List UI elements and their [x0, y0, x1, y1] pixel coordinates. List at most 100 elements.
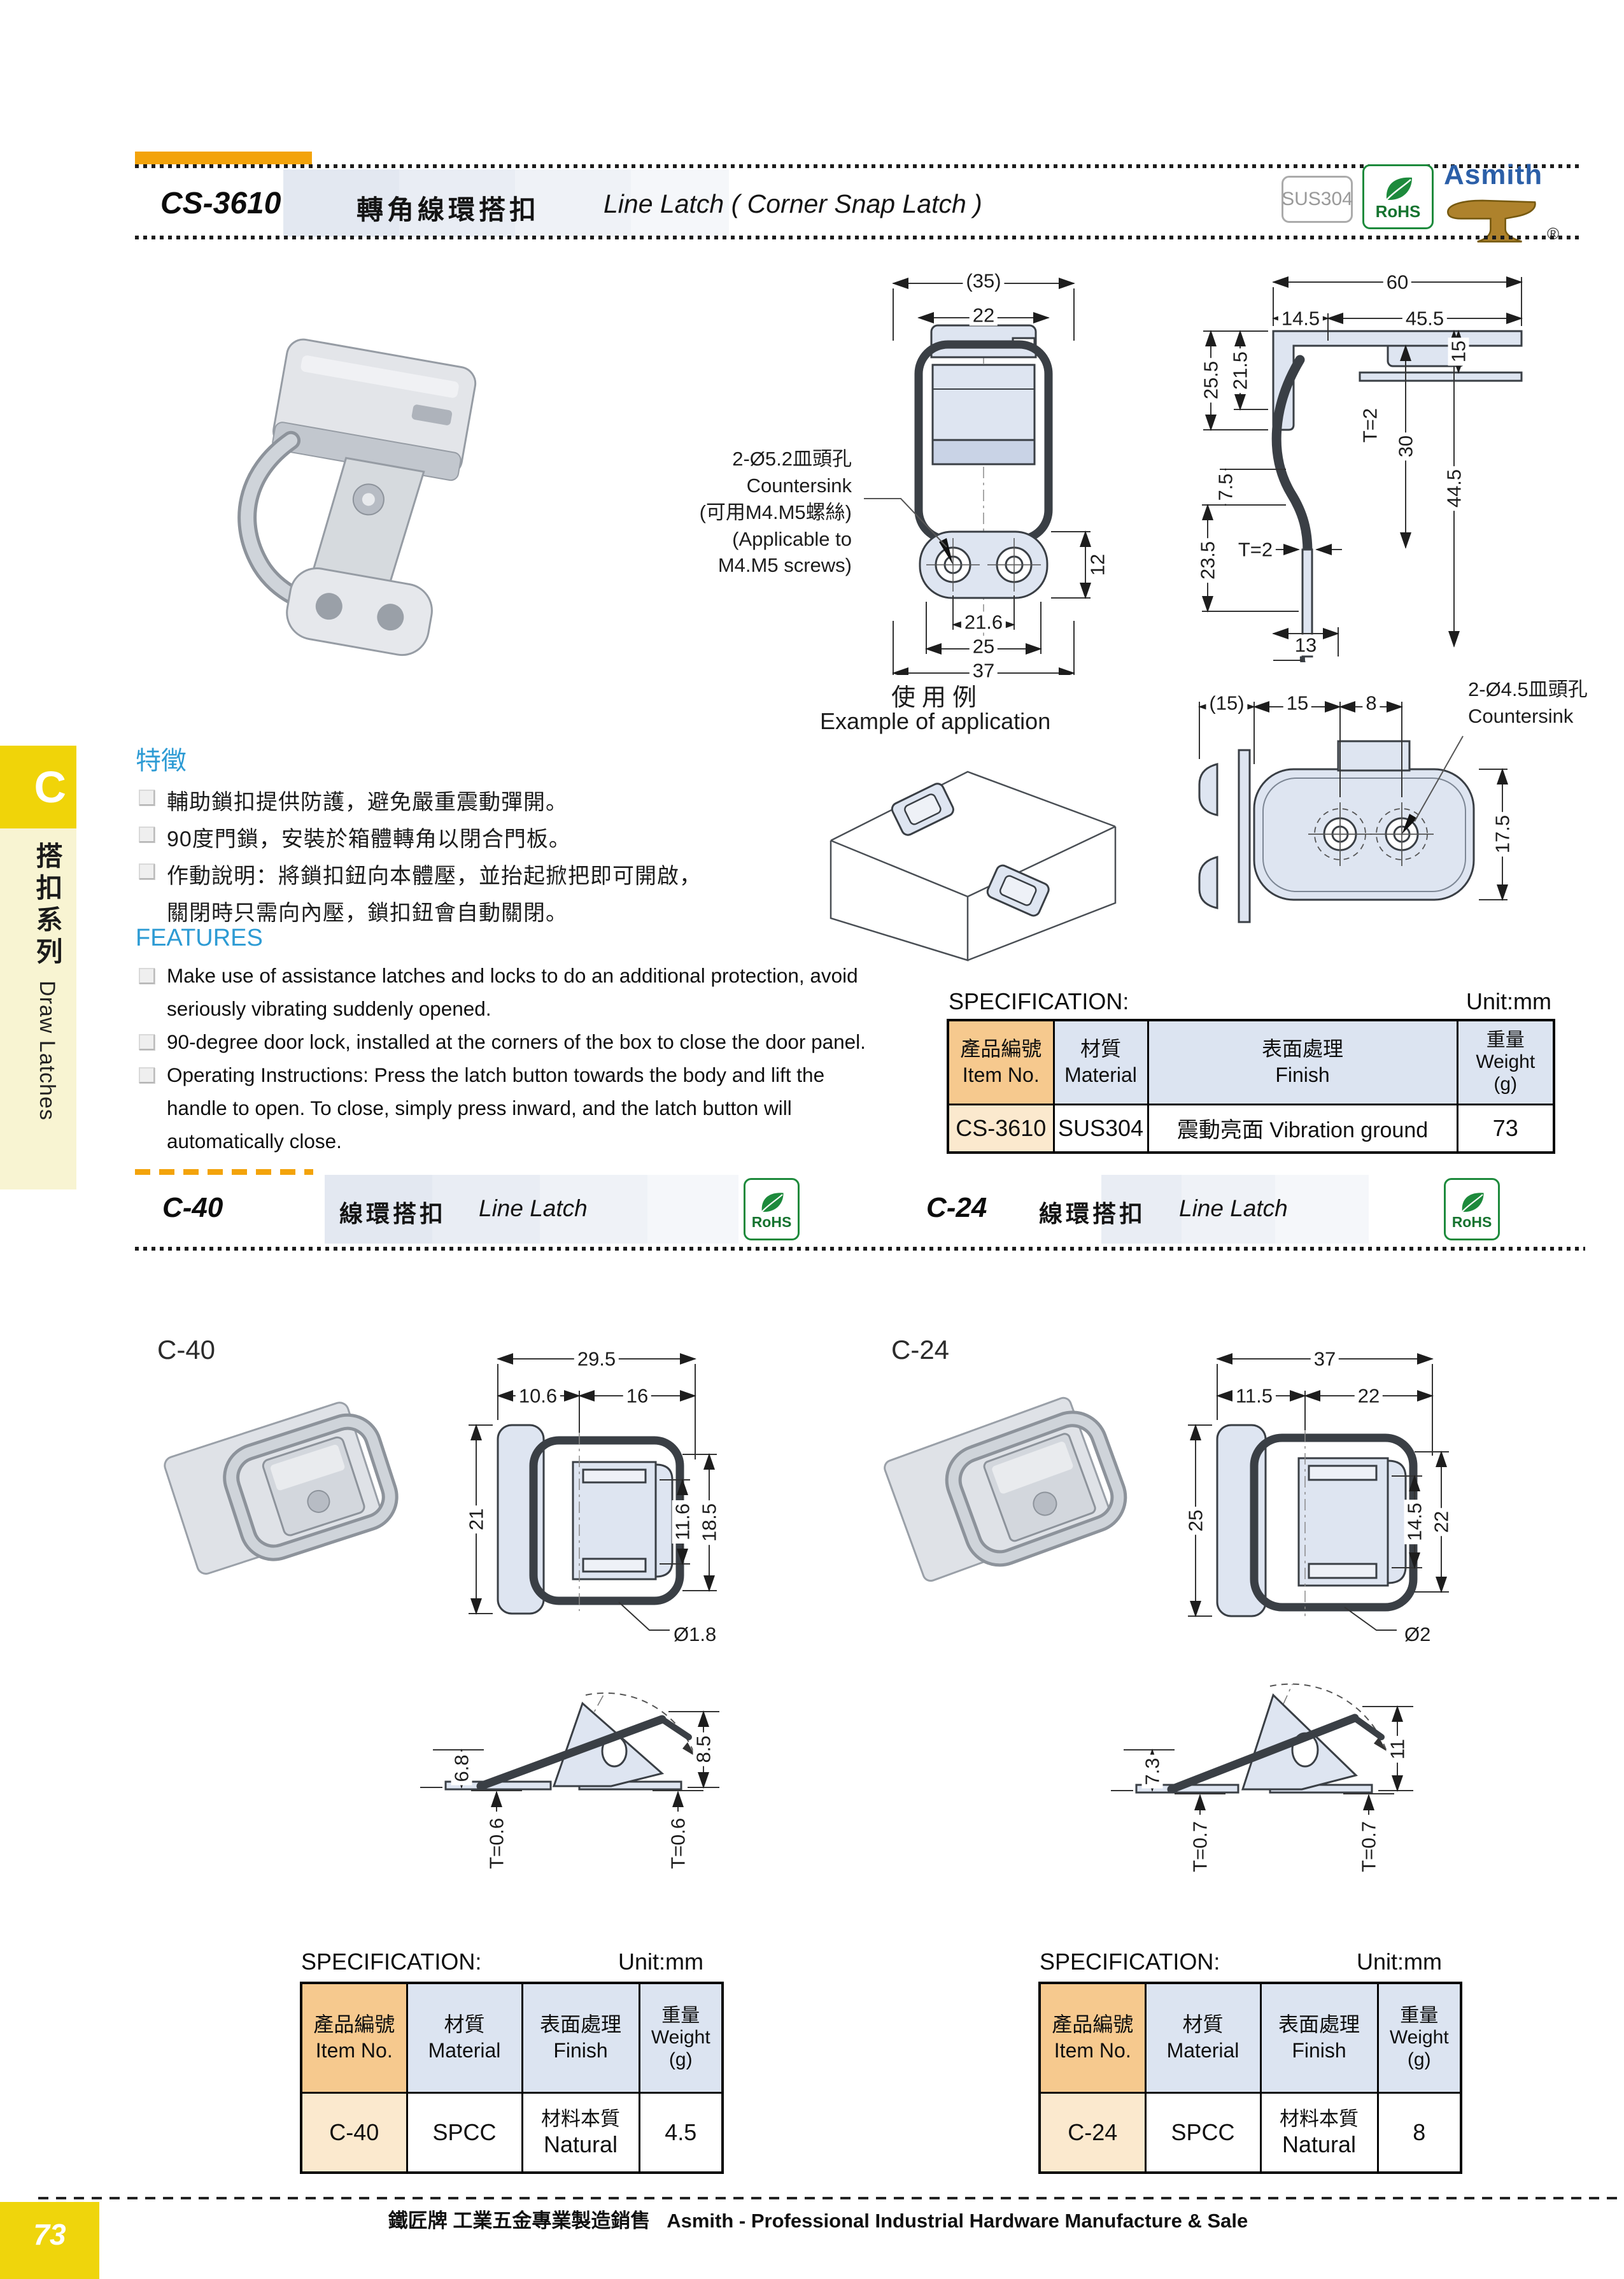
c24-product-photo: [884, 1396, 1127, 1582]
leaf-icon: [1461, 1192, 1484, 1212]
header-en: Weight: [1389, 2027, 1449, 2048]
dim-label: 13: [1291, 634, 1320, 656]
feature-line-en: Make use of assistance latches and locks…: [167, 964, 858, 987]
feature-bullet: [139, 863, 155, 879]
registered-mark: ®: [1547, 224, 1560, 243]
countersink-note: 2-Ø5.2皿頭孔 Countersink (可用M4.M5螺絲) (Appli…: [700, 446, 852, 579]
dim-label: T=0.7: [1358, 1817, 1380, 1876]
header-en: Item No.: [315, 2039, 393, 2062]
dim-label: 7.5: [1215, 470, 1237, 504]
spec-cell-weight: 73: [1456, 1103, 1555, 1154]
dim-label: 22: [1354, 1385, 1383, 1407]
page-title-cn: 轉角線環搭扣: [357, 195, 540, 225]
finish-cn: 材料本質: [1280, 2108, 1359, 2131]
rohs-badge-c24: RoHS: [1444, 1178, 1500, 1240]
footer-company-cn: 鐵匠牌 工業五金專業製造銷售: [388, 2210, 651, 2232]
dim-label: 15: [1448, 337, 1470, 366]
finish-en: Natural: [1282, 2131, 1357, 2157]
spec-unit: Unit:mm: [1357, 1949, 1442, 1975]
cs3610-front-view-drawing: [864, 278, 1091, 675]
feature-line-cn: 關閉時只需向內壓，鎖扣鈕會自動關閉。: [167, 901, 568, 925]
header-cn: 重量: [661, 2005, 700, 2026]
header-en: Finish: [553, 2039, 608, 2062]
c24-section-title-en: Line Latch: [1179, 1195, 1288, 1221]
features-heading-cn: 特徵: [136, 747, 187, 775]
dim-label: 60: [1383, 271, 1412, 293]
sidebar-tab-letter: C: [34, 762, 66, 812]
feature-bullet: [139, 1067, 155, 1083]
material-badge: SUS304: [1282, 176, 1353, 223]
dim-label: (15): [1206, 692, 1248, 714]
c40-section-code: C-40: [162, 1192, 223, 1223]
header-en: Weight: [651, 2027, 710, 2048]
dim-label: T=0.6: [486, 1814, 508, 1873]
header-dotted-rule-bottom: [135, 236, 1580, 239]
page-title-en: Line Latch ( Corner Snap Latch ): [604, 189, 982, 218]
dim-label: 12: [1087, 550, 1109, 579]
header-dotted-rule-top: [135, 164, 1580, 168]
c24-section-title-cn: 線環搭扣: [1039, 1201, 1146, 1227]
sidebar-section-tab: C: [0, 746, 76, 828]
note-line: 2-Ø5.2皿頭孔: [732, 448, 852, 470]
header-en: Material: [428, 2039, 501, 2062]
spec-cell-material: SPCC: [1144, 2091, 1262, 2174]
feature-line-cn: 作動說明：將鎖扣鈕向本體壓，並抬起掀把即可開啟，: [167, 864, 702, 888]
dim-label: 21.5: [1229, 348, 1252, 394]
example-label-en: Example of application: [820, 708, 1051, 734]
dim-label: 17.5: [1492, 811, 1514, 857]
spec-unit: Unit:mm: [618, 1949, 703, 1975]
footer-company-en: Asmith - Professional Industrial Hardwar…: [667, 2210, 1248, 2232]
feature-line-en: Operating Instructions: Press the latch …: [167, 1063, 825, 1086]
header-en: Material: [1166, 2039, 1239, 2062]
feature-line-en: handle to open. To close, simply press i…: [167, 1097, 792, 1119]
dim-label: T=0.6: [667, 1814, 689, 1873]
c40-product-photo: [164, 1402, 399, 1575]
header-cn: 表面處理: [1278, 2012, 1360, 2036]
spec-cell-weight: 8: [1376, 2091, 1462, 2174]
footer-company-line: 鐵匠牌 工業五金專業製造銷售 Asmith - Professional Ind…: [357, 2204, 1280, 2233]
rohs-badge-label: RoHS: [751, 1213, 792, 1230]
dim-label: 14.5: [1278, 308, 1324, 329]
dim-label: 11.5: [1232, 1385, 1276, 1407]
spec-cell-item: CS-3610: [947, 1103, 1055, 1154]
dim-label: Ø2: [1404, 1623, 1431, 1645]
c24-side-view-drawing: [1111, 1683, 1413, 1815]
rohs-badge-c40: RoHS: [744, 1178, 800, 1240]
header-cn: 重量: [1486, 1029, 1525, 1051]
section-dotted-rule: [135, 1247, 1585, 1251]
c24-drawing-code: C-24: [891, 1335, 950, 1365]
spec-cell-finish: 震動亮面 Vibration ground: [1147, 1103, 1458, 1154]
cs3610-product-photo: [237, 338, 477, 657]
spec-title: SPECIFICATION:: [949, 988, 1129, 1014]
feature-bullet: [139, 1034, 155, 1050]
dim-label: 22: [969, 304, 998, 326]
c40-side-view-drawing: [420, 1692, 719, 1812]
dim-label: 11: [1387, 1735, 1409, 1763]
cs3610-side-view-drawing: [1202, 276, 1523, 662]
feature-bullet: [139, 968, 155, 984]
header-en: Weight: [1476, 1051, 1536, 1072]
sidebar-series-strip: [0, 828, 76, 1189]
note-line: Countersink: [746, 474, 852, 497]
spec-cell-material: SUS304: [1052, 1103, 1149, 1154]
dim-label: 25: [1185, 1506, 1207, 1535]
note-line: 2-Ø4.5皿頭孔: [1468, 678, 1588, 700]
c24-front-view-drawing: [1188, 1353, 1449, 1631]
footer-dashed-rule: [38, 2197, 1624, 2199]
dim-label: 22: [1430, 1507, 1453, 1537]
leaf-icon: [1386, 177, 1412, 201]
header-cn: 材質: [1182, 2012, 1224, 2036]
header-en: Item No.: [1054, 2039, 1131, 2062]
dim-label: T=2: [1234, 539, 1276, 560]
c40-section-title-cn: 線環搭扣: [339, 1201, 446, 1227]
header-title-band: [283, 169, 729, 237]
note-line: (可用M4.M5螺絲): [699, 501, 852, 523]
dim-label: 21: [465, 1505, 488, 1534]
dim-label: 8: [1362, 692, 1380, 714]
dim-label: 30: [1395, 432, 1417, 461]
spec-unit: Unit:mm: [1466, 988, 1551, 1014]
